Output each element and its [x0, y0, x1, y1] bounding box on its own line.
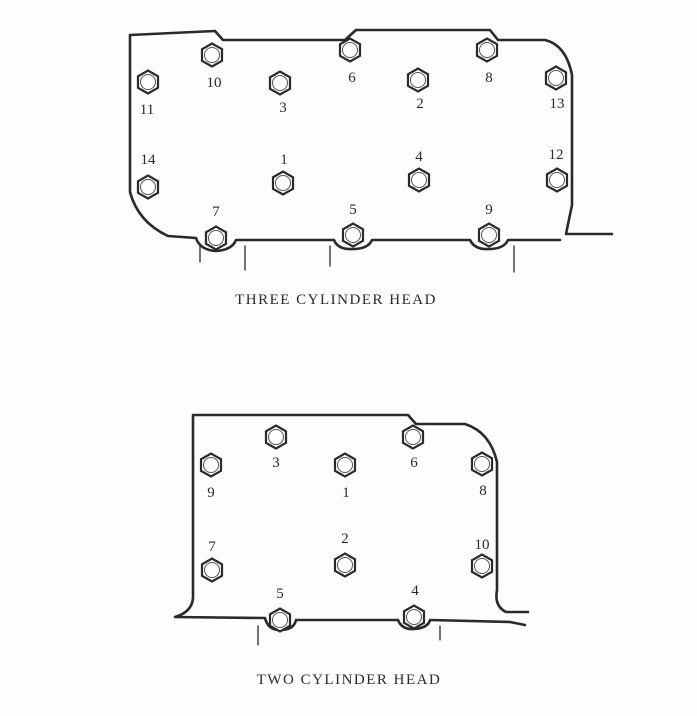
two-cylinder-bolt-1-washer [337, 457, 353, 473]
three-cylinder-bolt-7-washer [208, 230, 224, 246]
two-cylinder-bolt-8-label: 8 [479, 483, 487, 499]
two-cylinder-bolt-6-washer [405, 429, 421, 445]
three-cylinder-bolt-7-label: 7 [212, 204, 220, 220]
three-cylinder-bolt-3-label: 3 [279, 100, 287, 116]
two-cylinder-bolt-10-label: 10 [475, 537, 490, 553]
three-cylinder-block-lines [199, 245, 515, 273]
two-cylinder-bolt-6-label: 6 [410, 455, 418, 471]
two-cylinder-bolt-8-washer [474, 456, 490, 472]
two-cylinder-head-outline [173, 413, 530, 632]
two-cylinder-bolt-1-label: 1 [342, 485, 350, 501]
three-cylinder-bolt-13-label: 13 [550, 96, 565, 112]
three-cylinder-bolt-4-label: 4 [415, 149, 423, 165]
three-cylinder-bolt-2-label: 2 [416, 96, 424, 112]
three-cylinder-bolt-8-washer [479, 42, 495, 58]
three-cylinder-bolt-10-washer [204, 47, 220, 63]
three-cylinder-bolt-8-label: 8 [485, 70, 493, 86]
three-cylinder-bolt-9-washer [481, 227, 497, 243]
three-cylinder-bolt-12-washer [549, 172, 565, 188]
three-cylinder-bolt-1-washer [275, 175, 291, 191]
two-cylinder-bolt-5-label: 5 [276, 586, 284, 602]
three-cylinder-bolt-9-label: 9 [485, 202, 493, 218]
three-cylinder-bolt-14-washer [140, 179, 156, 195]
three-cylinder-bolt-1-label: 1 [280, 152, 288, 168]
three-cylinder-caption: THREE CYLINDER HEAD [235, 292, 437, 308]
three-cylinder-bolt-6-washer [342, 42, 358, 58]
two-cylinder-bolt-2-washer [337, 557, 353, 573]
three-cylinder-bolt-14-label: 14 [141, 152, 157, 168]
three-cylinder-bolt-10-label: 10 [207, 75, 222, 91]
three-cylinder-bolt-3-washer [272, 75, 288, 91]
three-cylinder-bolt-11-label: 11 [140, 102, 154, 118]
three-cylinder-bolt-6-label: 6 [348, 70, 356, 86]
two-cylinder-block-lines [257, 625, 441, 646]
three-cylinder-bolt-5-washer [345, 227, 361, 243]
two-cylinder-bolt-4-label: 4 [411, 583, 419, 599]
two-cylinder-bolt-2-label: 2 [341, 531, 349, 547]
two-cylinder-bolt-7-label: 7 [208, 539, 216, 555]
three-cylinder-bolt-5-label: 5 [349, 202, 357, 218]
two-cylinder-bolt-5-washer [272, 612, 288, 628]
three-cylinder-bolt-11-washer [140, 74, 156, 90]
two-cylinder-bolt-9-washer [203, 457, 219, 473]
two-cylinder-bolt-7-washer [204, 562, 220, 578]
two-cylinder-caption: TWO CYLINDER HEAD [256, 672, 442, 688]
two-cylinder-bolt-10-washer [474, 558, 490, 574]
two-cylinder-bolt-3-washer [268, 429, 284, 445]
three-cylinder-bolt-2-washer [410, 72, 426, 88]
three-cylinder-bolt-4-washer [411, 172, 427, 188]
three-cylinder-bolt-12-label: 12 [549, 147, 564, 163]
three-cylinder-head-outline [128, 28, 614, 253]
two-cylinder-bolt-4-washer [406, 609, 422, 625]
two-cylinder-bolt-3-label: 3 [272, 455, 280, 471]
two-cylinder-bolt-9-label: 9 [207, 485, 215, 501]
three-cylinder-bolt-13-washer [548, 70, 564, 86]
